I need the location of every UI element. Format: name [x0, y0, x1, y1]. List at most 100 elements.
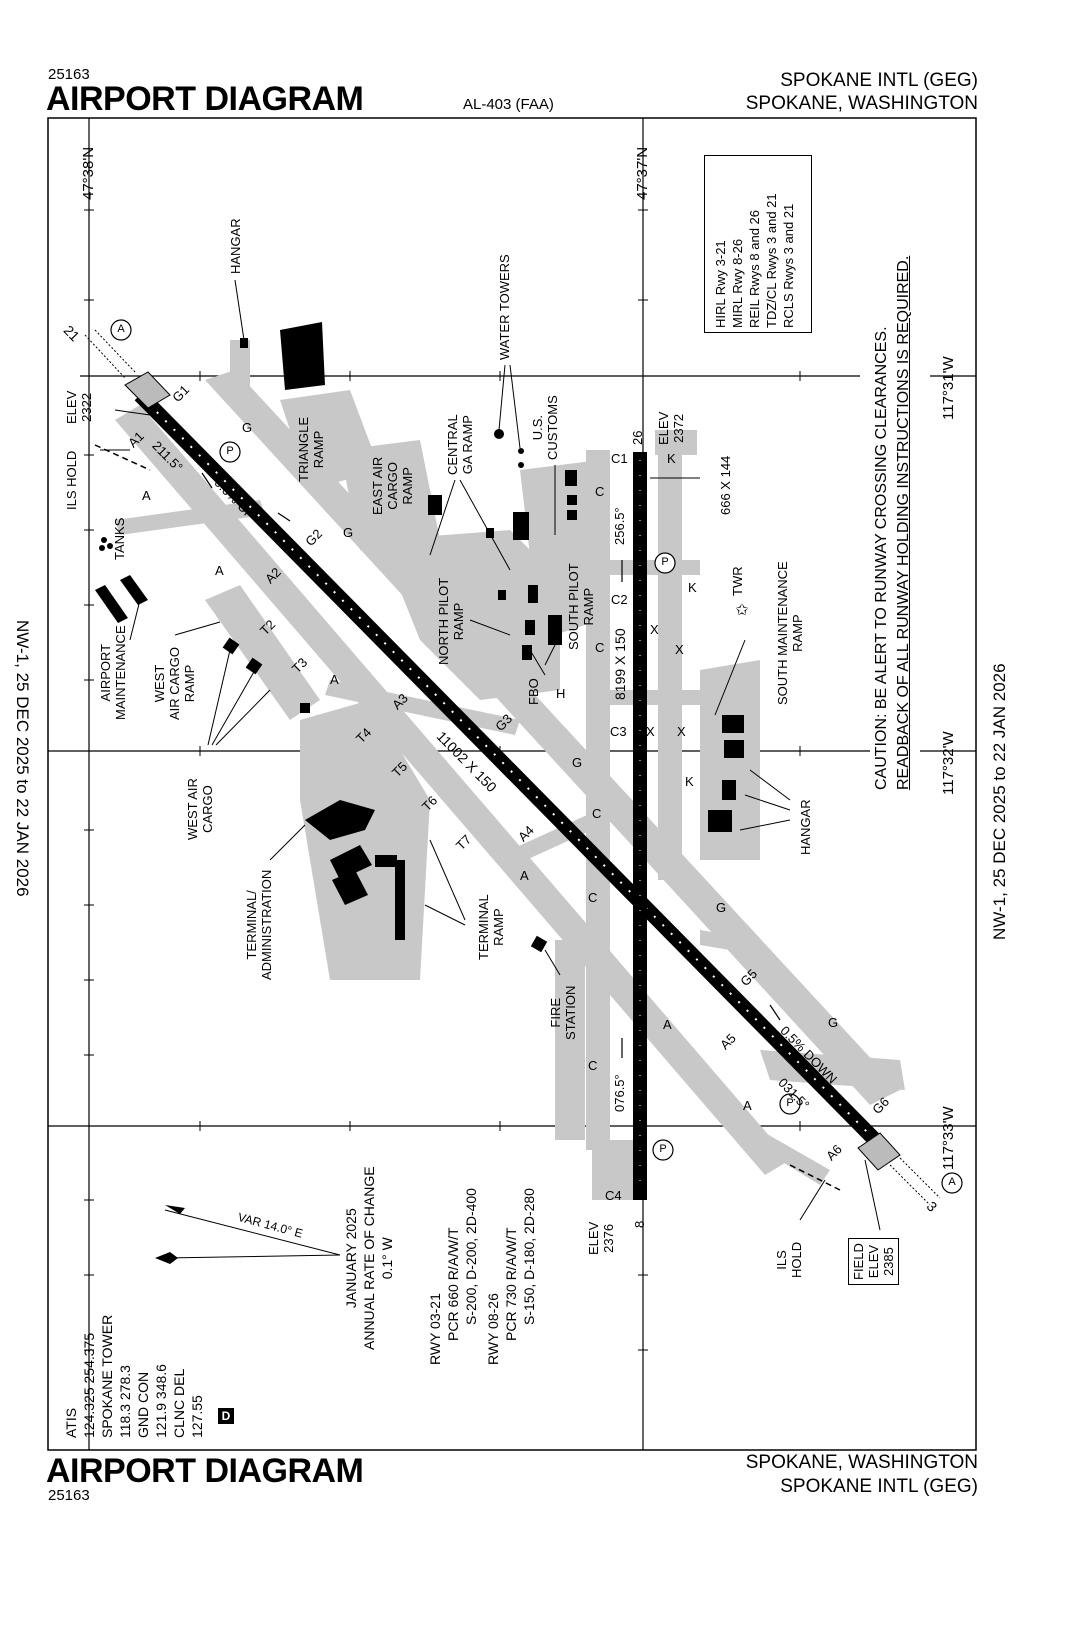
twy-c-4: C: [588, 890, 598, 905]
triangle-2: RAMP: [311, 430, 326, 469]
mag-date: JANUARY 2025: [343, 1208, 359, 1309]
label-fbo: FBO: [526, 678, 541, 705]
label-terminal-ramp: TERMINAL RAMP: [476, 894, 506, 960]
terminal-ramp-2: RAMP: [491, 908, 506, 946]
chart-number-top: 25163: [48, 66, 90, 83]
south-maint-2: RAMP: [790, 614, 805, 652]
east-cargo-1: EAST AIR: [370, 456, 385, 515]
parking-p-4: P: [786, 1097, 794, 1109]
twy-c-1: C: [595, 484, 605, 499]
twy-g-1: G: [242, 420, 253, 435]
parking-p-3: P: [659, 1143, 667, 1155]
lighting-line-4: TDZ/CL Rwys 3 and 21: [764, 193, 779, 328]
twy-c1: C1: [611, 451, 628, 466]
lighting-line-2: MIRL Rwy 8-26: [730, 238, 745, 328]
location-top: SPOKANE, WASHINGTON: [745, 93, 978, 114]
label-hangar-north: HANGAR: [228, 218, 243, 274]
freq-atis-label: ATIS: [63, 1407, 79, 1438]
lighting-line-5: RCLS Rwys 3 and 21: [781, 203, 796, 328]
label-south-pilot-ramp: SOUTH PILOT RAMP: [566, 563, 596, 650]
label-ils-hold-03: ILS HOLD: [774, 1242, 804, 1278]
elev-21-label: ELEV: [64, 390, 79, 424]
twy-a-5: A: [663, 1017, 672, 1032]
twy-c-5: C: [588, 1058, 598, 1073]
pcr-rwy-03-21: RWY 03-21: [427, 1293, 443, 1365]
field-elev-line-1: FIELD: [851, 1243, 866, 1280]
rwy-08-heading: 076.5°: [612, 1074, 627, 1112]
label-central-ga: CENTRAL GA RAMP: [445, 414, 475, 475]
twy-g-2: G: [343, 525, 354, 540]
lat-top-left: 47°38'N: [80, 146, 97, 200]
lighting-text: HIRL Rwy 3-21 MIRL Rwy 8-26 REIL Rwys 8 …: [712, 193, 797, 328]
field-elev-box: FIELD ELEV 2385: [848, 1238, 899, 1285]
label-pad-666: 666 X 144: [718, 455, 733, 515]
terminal-admin-2: ADMINISTRATION: [259, 869, 274, 980]
elev-21: ELEV 2322: [64, 391, 94, 424]
twy-k-3: K: [685, 774, 694, 789]
svg-text:✩: ✩: [735, 602, 749, 619]
freq-clnc: 127.55: [189, 1395, 205, 1438]
central-ga-2: GA RAMP: [460, 415, 475, 475]
twy-c-2: C: [595, 640, 605, 655]
airport-name-bottom: SPOKANE INTL (GEG): [780, 1476, 978, 1497]
field-elev-value: 2385: [881, 1247, 896, 1277]
twy-x-2: X: [675, 642, 684, 657]
fire-station-2: STATION: [563, 985, 578, 1040]
airport-name-top: SPOKANE INTL (GEG): [780, 70, 978, 91]
west-ramp-3: RAMP: [182, 664, 197, 703]
lat-top-right: 47°37'N: [634, 146, 651, 200]
label-tanks: TANKS: [112, 517, 127, 560]
pcr-rwy-08-26: RWY 08-26: [485, 1293, 501, 1365]
rwy-26-heading: 256.5°: [612, 507, 627, 545]
airport-maint-1: AIRPORT: [98, 643, 113, 702]
rwy-8-end: 8: [632, 1220, 647, 1228]
terminal-ramp-1: TERMINAL: [476, 894, 491, 960]
twy-c2: C2: [611, 592, 628, 607]
east-cargo-2: CARGO: [385, 462, 400, 510]
twy-a-2: A: [215, 563, 224, 578]
label-fire-station: FIRE STATION: [548, 986, 578, 1040]
central-ga-1: CENTRAL: [445, 414, 460, 475]
mag-rate-1: ANNUAL RATE OF CHANGE: [361, 1166, 377, 1350]
caution-line-1: CAUTION: BE ALERT TO RUNWAY CROSSING CLE…: [873, 326, 890, 790]
fire-station-1: FIRE: [548, 997, 563, 1028]
south-maint-1: SOUTH MAINTENANCE: [775, 561, 790, 705]
label-airport-maintenance: AIRPORT MAINTENANCE: [98, 625, 128, 720]
caution-text: CAUTION: BE ALERT TO RUNWAY CROSSING CLE…: [871, 256, 915, 790]
pcr-block-03-21: RWY 03-21 PCR 660 R/A/W/T S-200, D-200, …: [426, 1188, 480, 1365]
twy-g-5: G: [828, 1015, 839, 1030]
elev-26: ELEV 2372: [656, 412, 686, 445]
chart-title-bottom: AIRPORT DIAGRAM: [46, 1452, 364, 1490]
pcr-block-08-26: RWY 08-26 PCR 730 R/A/W/T S-150, D-180, …: [484, 1188, 538, 1365]
lighting-line-1: HIRL Rwy 3-21: [713, 240, 728, 328]
rwy-light-a-21: A: [117, 323, 125, 335]
pcr-03-21-b: S-200, D-200, 2D-400: [463, 1188, 479, 1325]
elev-8: ELEV 2376: [586, 1222, 616, 1255]
west-cargo-2: CARGO: [200, 785, 215, 833]
label-twr: TWR: [730, 566, 745, 596]
freq-gnd: 121.9 348.6: [153, 1364, 169, 1438]
lighting-box: [704, 155, 812, 333]
terminal-admin-1: TERMINAL/: [244, 890, 259, 960]
elev-8-label: ELEV: [586, 1221, 601, 1255]
twy-a-3: A: [330, 672, 339, 687]
location-bottom: SPOKANE, WASHINGTON: [745, 1452, 978, 1473]
south-pilot-2: RAMP: [581, 587, 596, 626]
pcr-03-21-a: PCR 660 R/A/W/T: [445, 1227, 461, 1341]
field-elev-line-2: ELEV: [866, 1244, 881, 1279]
south-pilot-1: SOUTH PILOT: [566, 563, 581, 650]
label-triangle-ramp: TRIANGLE RAMP: [296, 417, 326, 482]
label-east-air-cargo: EAST AIR CARGO RAMP: [370, 457, 415, 515]
twy-a-4: A: [520, 868, 529, 883]
twy-a-1: A: [142, 488, 151, 503]
us-customs-1: U.S.: [530, 414, 545, 441]
freq-clnc-label: CLNC DEL: [171, 1368, 187, 1438]
rwy-light-a-3: A: [948, 1176, 956, 1188]
triangle-1: TRIANGLE: [296, 416, 311, 482]
procedure-id: AL-403 (FAA): [463, 96, 554, 113]
elev-26-label: ELEV: [656, 411, 671, 445]
twy-g-3: G: [572, 755, 583, 770]
north-pilot-1: NORTH PILOT: [436, 577, 451, 665]
west-cargo-1: WEST AIR: [185, 778, 200, 840]
